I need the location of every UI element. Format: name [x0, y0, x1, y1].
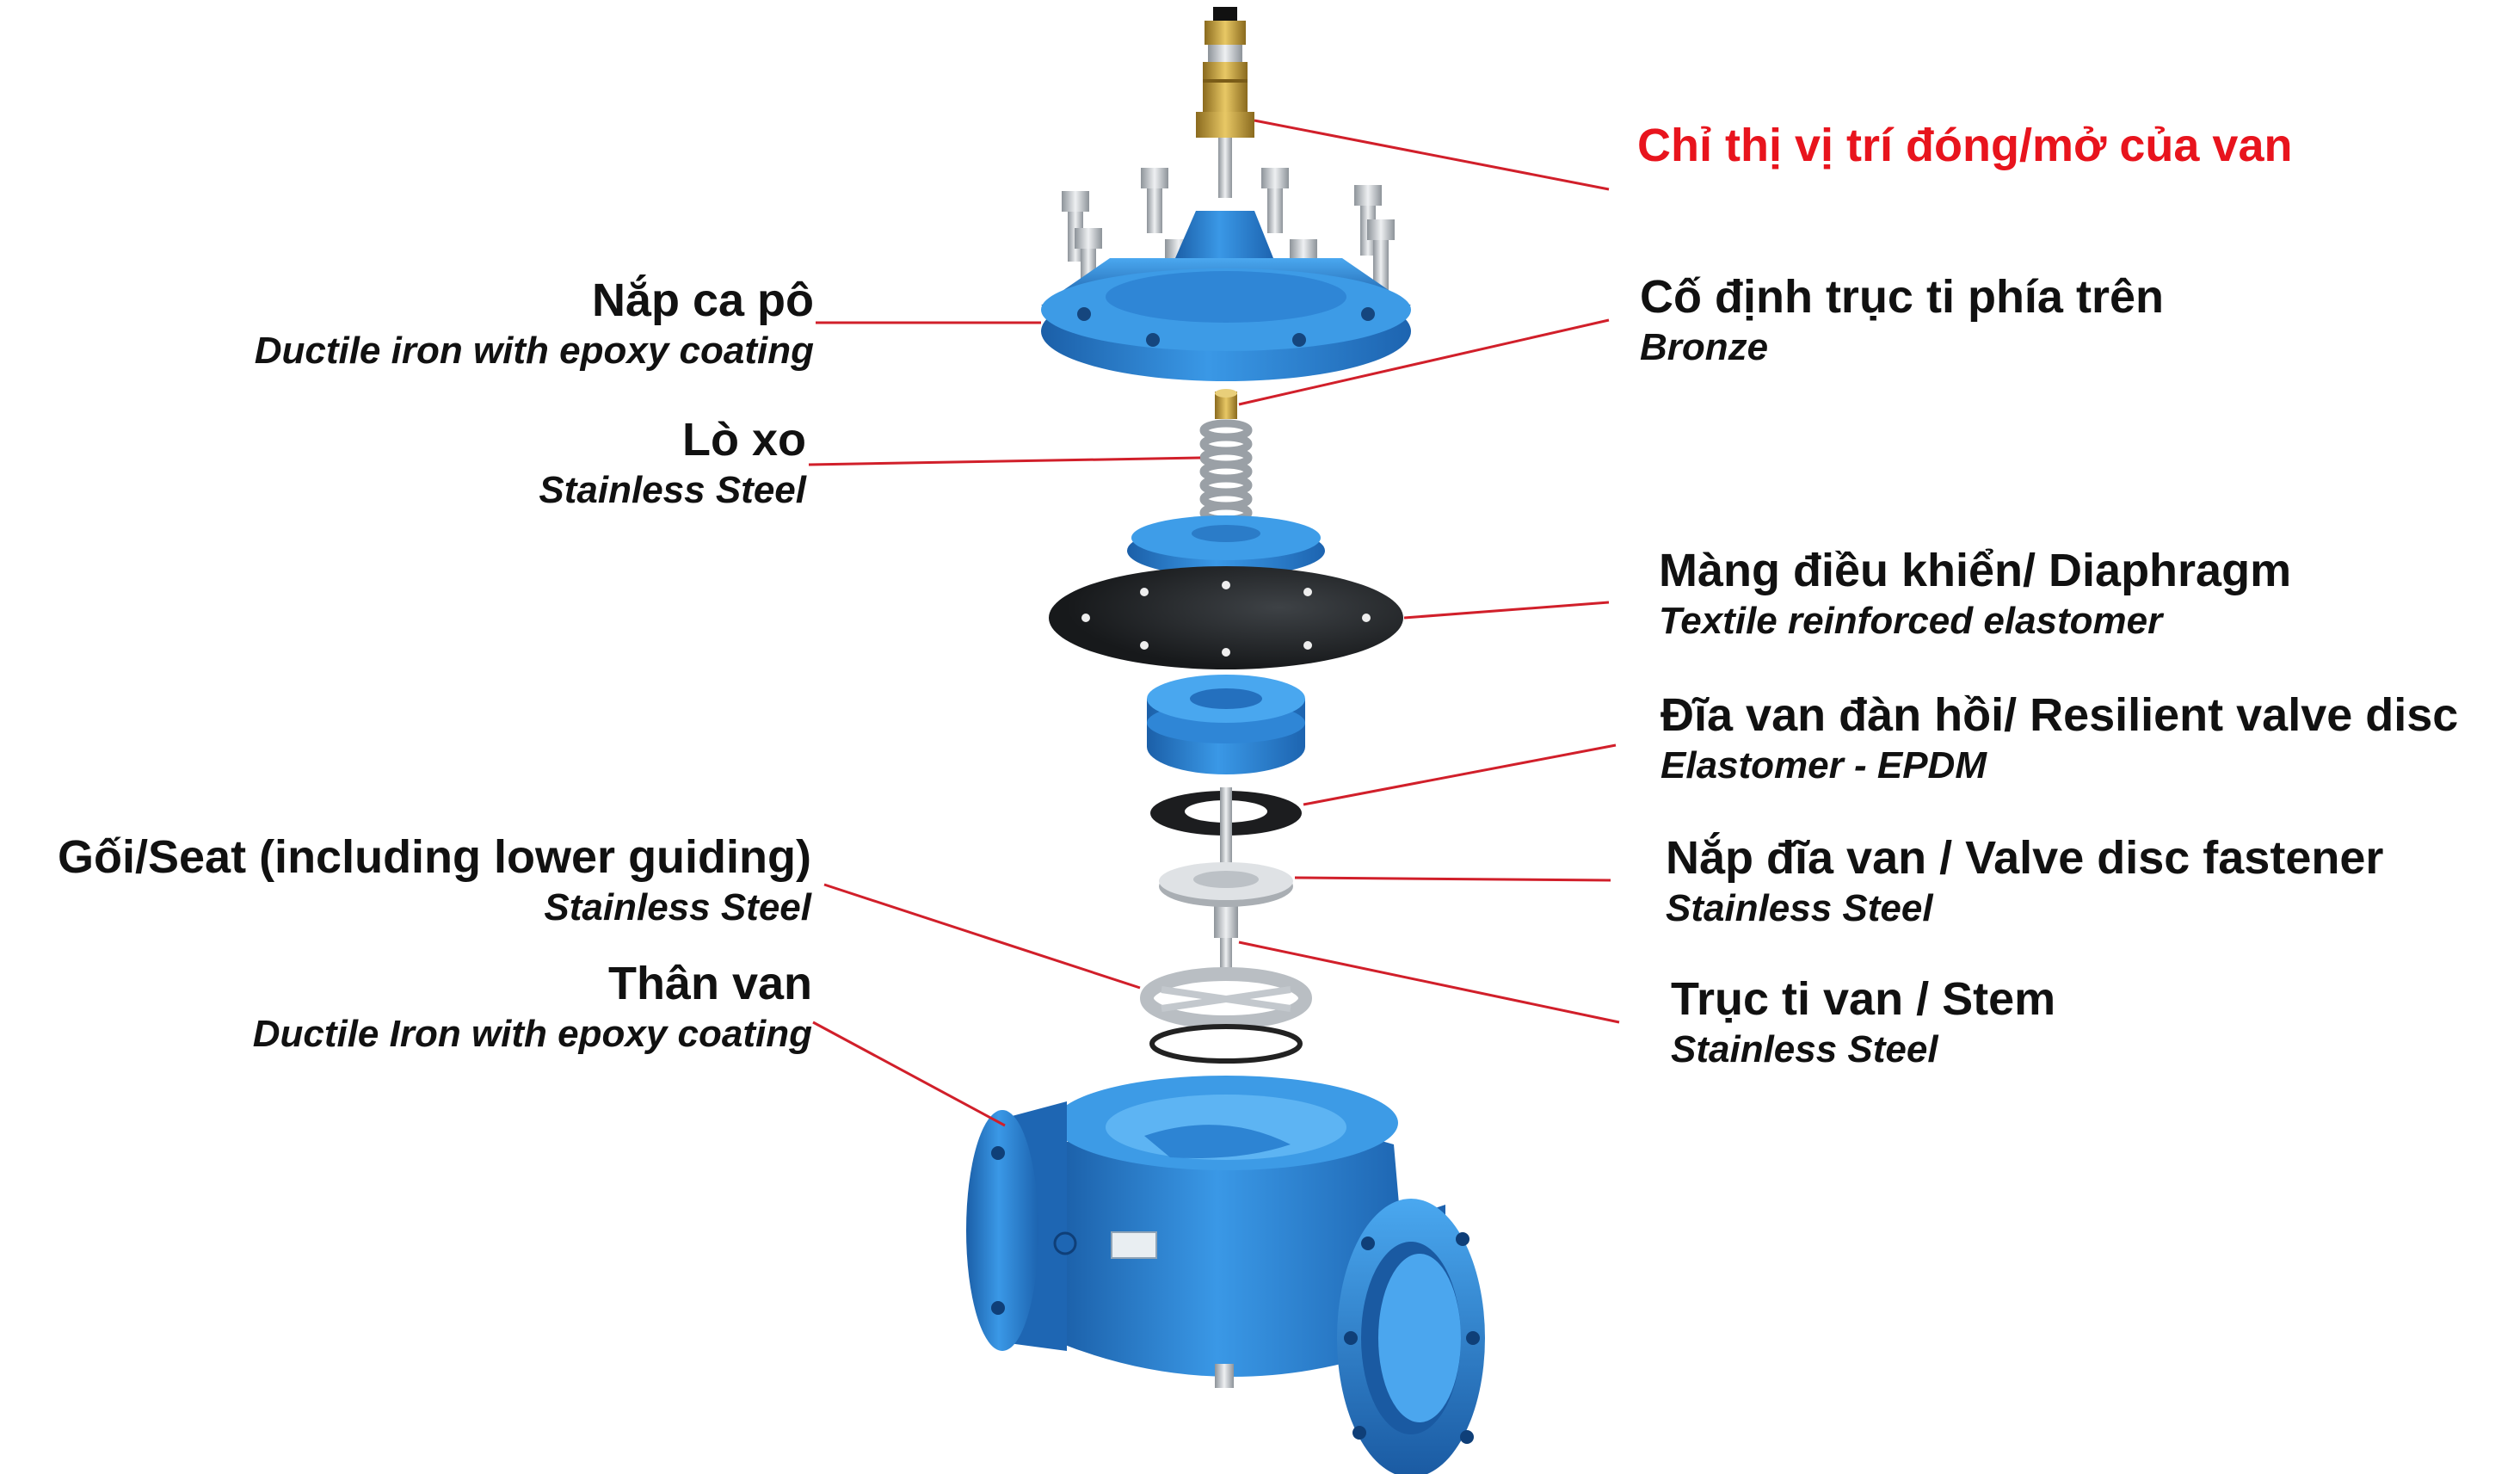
disc-fastener-name: Nắp đĩa van / Valve disc fastener [1666, 832, 2384, 884]
label-resilient-disc: Đĩa van đàn hồi/ Resilient valve disc El… [1660, 688, 2458, 790]
upper-guide-bushing [1215, 389, 1237, 419]
label-valve-body: Thân van Ductile Iron with epoxy coating [253, 957, 812, 1058]
label-seat: Gối/Seat (including lower guiding) Stain… [58, 830, 811, 932]
upper-guide-material: Bronze [1640, 326, 1769, 368]
leader-line-diaphragm [1403, 601, 1610, 620]
disc-name: Đĩa van đàn hồi/ Resilient valve disc [1660, 689, 2459, 741]
diaphragm-material: Textile reinforced elastomer [1659, 600, 2163, 642]
leader-line-fastener [1294, 876, 1611, 882]
upper-guide-name: Cố định trục ti phía trên [1640, 271, 2164, 323]
leader-line-indicator [1254, 119, 1610, 191]
label-stem: Trục ti van / Stem Stainless Steel [1671, 972, 2055, 1074]
stem-name: Trục ti van / Stem [1671, 973, 2056, 1025]
spring [1199, 419, 1253, 524]
leader-line-seat [823, 883, 1141, 990]
indicator-name: Chỉ thị vị trí đóng/mở của van [1637, 120, 2293, 171]
diaphragm-name: Màng điều khiển/ Diaphragm [1659, 545, 2292, 596]
leader-lines [808, 119, 1620, 1127]
leader-line-body [812, 1021, 1006, 1127]
label-spring: Lò xo Stainless Steel [539, 413, 806, 515]
position-indicator [1196, 7, 1254, 198]
bonnet [1041, 211, 1411, 381]
resilient-valve-disc [1147, 675, 1305, 774]
body-material: Ductile Iron with epoxy coating [252, 1013, 812, 1055]
label-diaphragm: Màng điều khiển/ Diaphragm Textile reinf… [1659, 544, 2291, 645]
leader-line-disc [1303, 743, 1617, 806]
seat-material: Stainless Steel [544, 886, 811, 928]
body-name: Thân van [607, 958, 812, 1009]
label-bonnet: Nắp ca pô Ductile iron with epoxy coatin… [255, 274, 814, 375]
bonnet-material: Ductile iron with epoxy coating [254, 330, 814, 372]
label-disc-fastener: Nắp đĩa van / Valve disc fastener Stainl… [1666, 831, 2383, 933]
upper-diaphragm-plate [1127, 515, 1325, 577]
valve-body [966, 1076, 1485, 1474]
label-upper-guide: Cố định trục ti phía trên Bronze [1640, 270, 2164, 372]
seat [1140, 967, 1312, 1064]
stem-material: Stainless Steel [1671, 1028, 1938, 1070]
disc-material: Elastomer - EPDM [1660, 744, 1987, 786]
leader-line-upper-guide [1238, 318, 1610, 406]
label-position-indicator: Chỉ thị vị trí đóng/mở của van [1637, 119, 2292, 172]
diaphragm [1049, 566, 1403, 669]
valve-disc-fastener [1159, 862, 1293, 907]
bonnet-name: Nắp ca pô [591, 274, 814, 326]
leader-line-stem [1238, 941, 1620, 1024]
disc-fastener-material: Stainless Steel [1666, 887, 1933, 929]
seat-name: Gối/Seat (including lower guiding) [58, 831, 811, 883]
spring-material: Stainless Steel [539, 469, 806, 511]
spring-name: Lò xo [682, 414, 806, 466]
leader-line-spring [808, 456, 1201, 466]
